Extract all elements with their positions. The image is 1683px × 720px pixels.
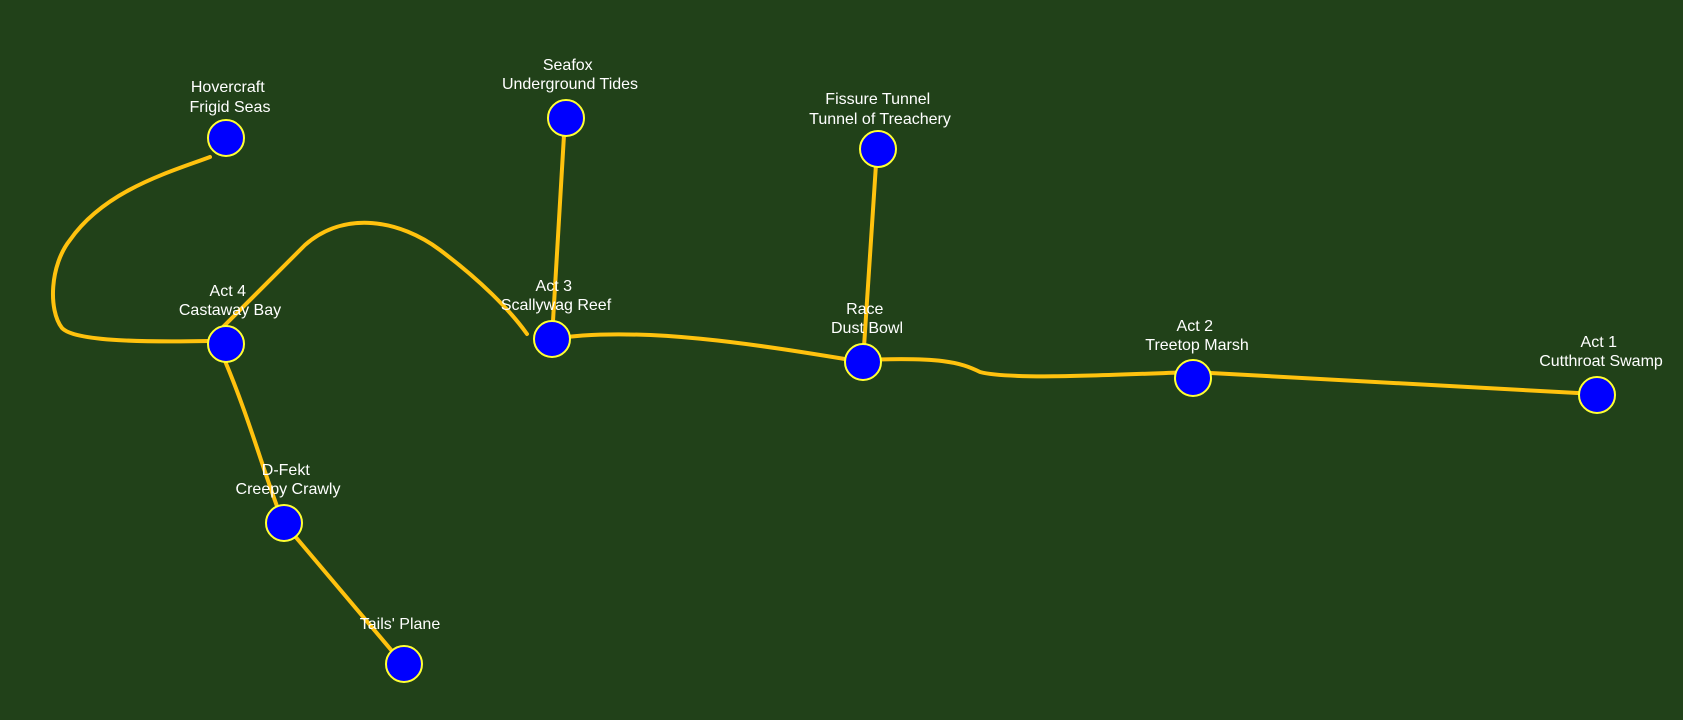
path-act4-to-hovercraft (51, 155, 212, 344)
node-act2-label: Act 2 Treetop Marsh (1145, 318, 1248, 354)
node-act2[interactable]: Act 2 Treetop Marsh (1145, 318, 1249, 397)
node-act3-marker[interactable] (533, 320, 571, 358)
node-d-fekt-line1: D-Fekt (262, 462, 311, 479)
node-fissure-tunnel[interactable]: Fissure Tunnel Tunnel of Treachery (809, 91, 951, 168)
node-tails-plane-marker[interactable] (385, 645, 423, 683)
path-act3-to-seafox (550, 116, 567, 340)
node-fissure-tunnel-line2: Tunnel of Treachery (809, 111, 951, 128)
path-act4-to-d-fekt (223, 359, 285, 524)
node-seafox[interactable]: Seafox Underground Tides (502, 57, 638, 137)
node-act4-label: Act 4 Castaway Bay (179, 283, 281, 319)
node-fissure-tunnel-marker[interactable] (859, 130, 897, 168)
node-act2-line2: Treetop Marsh (1145, 337, 1248, 354)
node-hovercraft-marker[interactable] (207, 119, 245, 157)
node-act2-marker[interactable] (1174, 359, 1212, 397)
node-act1-line2: Cutthroat Swamp (1539, 353, 1663, 370)
node-seafox-label: Seafox Underground Tides (502, 57, 638, 93)
node-act1[interactable]: Act 1 Cutthroat Swamp (1539, 334, 1663, 414)
node-hovercraft-line2: Frigid Seas (190, 99, 271, 116)
node-fissure-tunnel-line1: Fissure Tunnel (825, 91, 930, 108)
path-d-fekt-to-tails-plane (281, 520, 405, 666)
node-hovercraft-line1: Hovercraft (191, 79, 265, 96)
node-layer: Hovercraft Frigid Seas Seafox Undergroun… (179, 57, 1663, 683)
path-race-to-act2 (861, 357, 1194, 379)
node-hovercraft-label: Hovercraft Frigid Seas (190, 79, 271, 116)
node-d-fekt-marker[interactable] (265, 504, 303, 542)
node-d-fekt[interactable]: D-Fekt Creepy Crawly (236, 462, 341, 542)
path-act4-to-act3 (207, 220, 529, 343)
node-d-fekt-label: D-Fekt Creepy Crawly (236, 462, 341, 498)
path-act2-to-act1 (1190, 370, 1598, 396)
node-seafox-line2: Underground Tides (502, 76, 638, 93)
node-seafox-line1: Seafox (543, 57, 593, 74)
node-race-marker[interactable] (844, 343, 882, 381)
node-act4-line1: Act 4 (210, 283, 247, 300)
node-act2-line1: Act 2 (1177, 318, 1214, 335)
path-act3-to-race (549, 332, 865, 364)
node-act1-label: Act 1 Cutthroat Swamp (1539, 334, 1663, 370)
node-fissure-tunnel-label: Fissure Tunnel Tunnel of Treachery (809, 91, 951, 128)
node-act1-line1: Act 1 (1581, 334, 1618, 351)
node-act1-marker[interactable] (1578, 376, 1616, 414)
node-act4-marker[interactable] (207, 325, 245, 363)
node-seafox-marker[interactable] (547, 99, 585, 137)
node-d-fekt-line2: Creepy Crawly (236, 481, 341, 498)
path-race-to-fissure-tunnel (861, 147, 879, 364)
node-hovercraft[interactable]: Hovercraft Frigid Seas (190, 79, 271, 157)
path-layer (51, 116, 1598, 666)
node-act4-line2: Castaway Bay (179, 302, 281, 319)
